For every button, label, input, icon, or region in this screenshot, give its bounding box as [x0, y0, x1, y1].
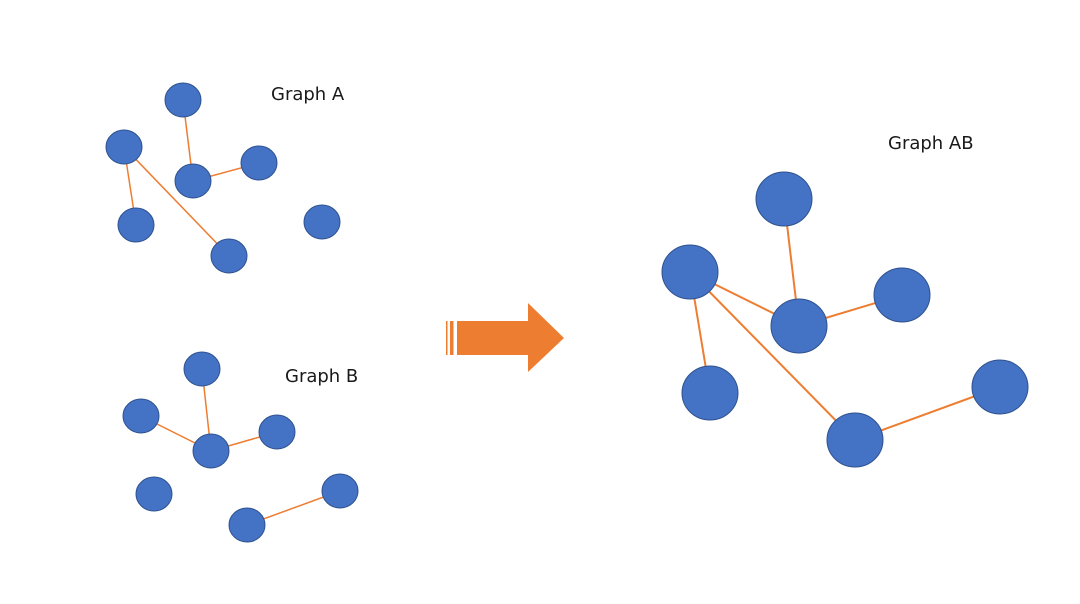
graph-b-node-b3 — [192, 433, 230, 469]
graph-a-edge-a2-a6 — [123, 146, 230, 257]
graph-ab-node-ab1 — [755, 171, 813, 227]
graph-ab-node-ab3 — [770, 298, 828, 354]
graph-ab-node-ab7 — [971, 359, 1029, 415]
graph-b-node-b4 — [258, 414, 296, 450]
striped-right-arrow-icon — [446, 303, 564, 372]
graph-a-node-a7 — [303, 204, 341, 240]
graph-ab-node-ab2 — [661, 244, 719, 300]
graph-b-node-b2 — [122, 398, 160, 434]
graph-b-label: Graph B — [285, 366, 358, 387]
graph-ab-edge-ab2-ab6 — [689, 271, 856, 441]
graph-a-node-a1 — [164, 82, 202, 118]
nodes-layer — [105, 82, 1029, 543]
arrow-stripe-thin — [446, 321, 448, 355]
graph-a-node-a3 — [174, 163, 212, 199]
graph-a-node-a6 — [210, 238, 248, 274]
graph-b-node-b1 — [183, 351, 221, 387]
graph-a-node-a5 — [117, 207, 155, 243]
graph-ab-node-ab5 — [681, 365, 739, 421]
arrow-body — [457, 303, 564, 372]
graph-ab-node-ab4 — [873, 267, 931, 323]
graph-a-label: Graph A — [271, 84, 345, 105]
graph-ab-label: Graph AB — [888, 133, 974, 154]
arrow-stripe-thick — [450, 321, 454, 355]
graph-b-node-b7 — [321, 473, 359, 509]
graph-b-node-b6 — [228, 507, 266, 543]
graph-a-node-a2 — [105, 129, 143, 165]
graph-ab-node-ab6 — [826, 412, 884, 468]
graph-a-node-a4 — [240, 145, 278, 181]
graph-b-node-b5 — [135, 476, 173, 512]
